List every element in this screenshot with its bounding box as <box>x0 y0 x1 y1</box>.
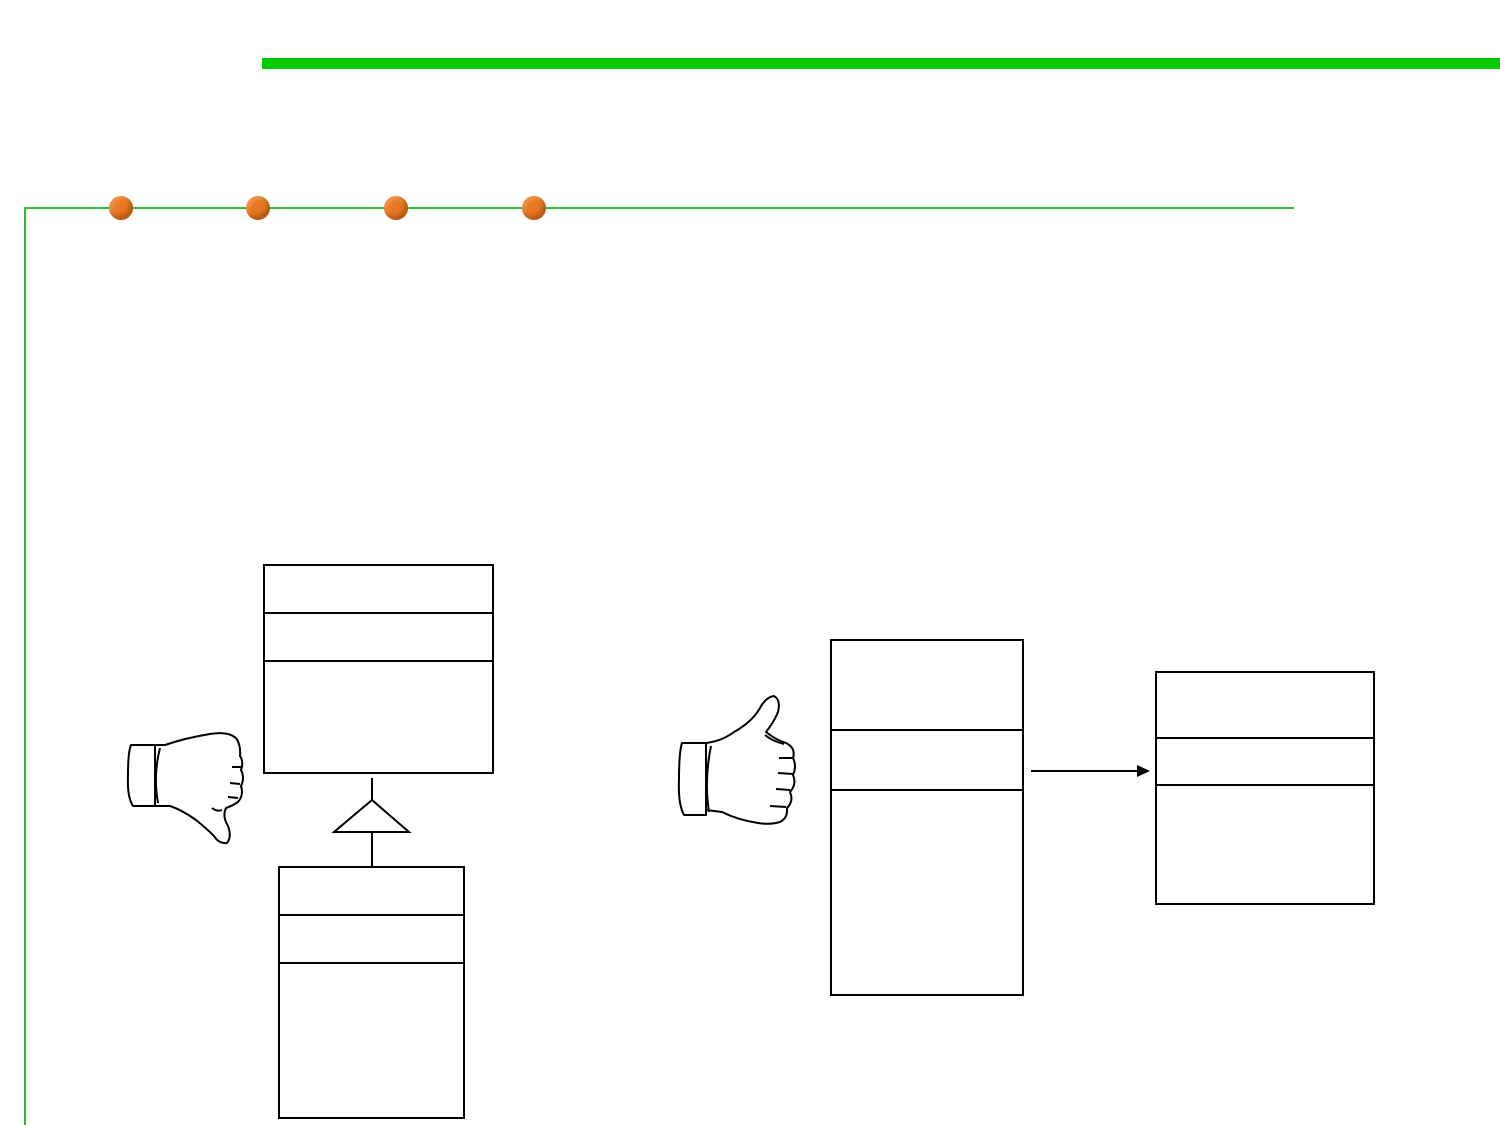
attributes-compartment <box>280 916 463 964</box>
vertical-rule <box>24 207 26 1125</box>
class-name-compartment <box>1157 673 1373 739</box>
class-name-compartment <box>280 868 463 916</box>
subclass-box <box>278 866 465 1119</box>
source-class-box <box>830 639 1024 996</box>
attributes-compartment <box>1157 739 1373 786</box>
class-name-compartment <box>832 641 1022 731</box>
association-arrow <box>1031 765 1150 777</box>
target-class-box <box>1155 671 1375 905</box>
bullet-dot-2 <box>246 196 270 220</box>
bullet-dot-3 <box>384 196 408 220</box>
inheritance-arrow <box>331 778 412 866</box>
horizontal-rule <box>24 207 1294 209</box>
attributes-compartment <box>265 614 492 662</box>
thumbs-up-icon <box>677 695 796 825</box>
bullet-dot-1 <box>109 196 133 220</box>
header-accent-bar <box>262 58 1500 69</box>
class-name-compartment <box>265 566 492 614</box>
attributes-compartment <box>832 731 1022 791</box>
thumbs-down-icon <box>126 732 244 845</box>
superclass-box <box>263 564 494 774</box>
bullet-dot-4 <box>522 196 546 220</box>
